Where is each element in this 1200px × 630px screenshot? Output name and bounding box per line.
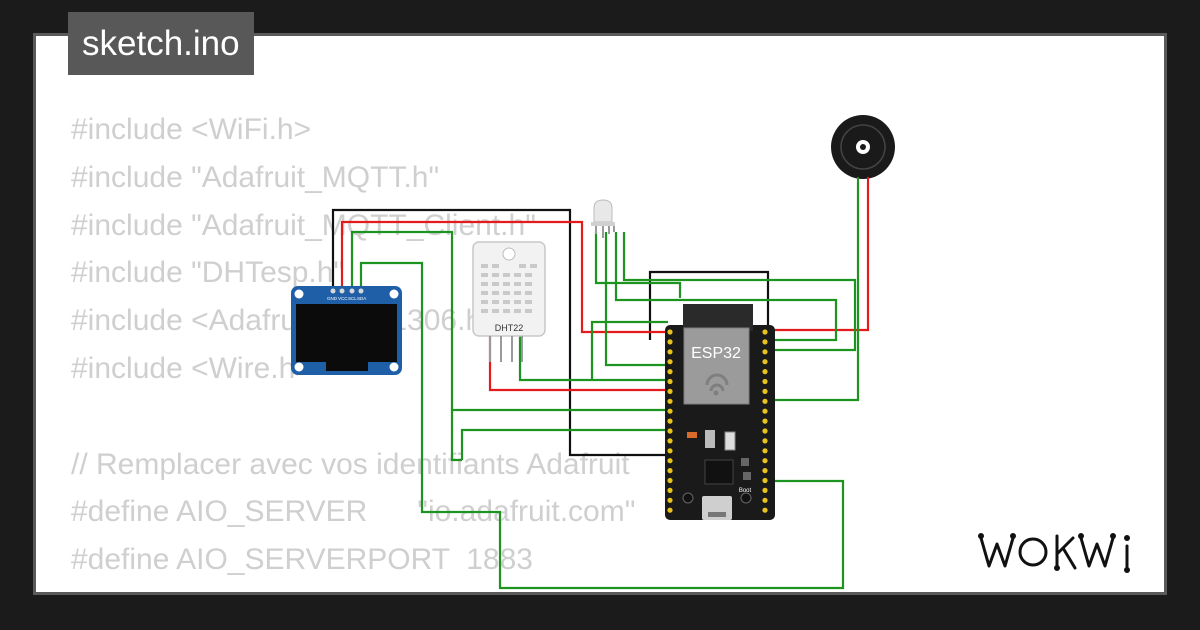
header-pin[interactable] <box>762 398 768 404</box>
oled-pin-scl: SCL <box>348 296 357 301</box>
header-pin[interactable] <box>762 428 768 434</box>
code-line: #include "DHTesp.h" <box>71 256 345 290</box>
header-pin[interactable] <box>667 507 673 513</box>
code-line: #include <WiFi.h> <box>71 113 312 146</box>
header-pin[interactable] <box>762 507 768 513</box>
header-pin[interactable] <box>667 388 673 394</box>
rgb-led-icon[interactable] <box>591 199 615 238</box>
code-line: #define AIO_USERNAME "..." <box>71 584 635 592</box>
wokwi-logo <box>978 533 1130 573</box>
header-pin[interactable] <box>667 428 673 434</box>
wires-black <box>331 208 770 457</box>
oled-pin-sda: SDA <box>357 296 366 301</box>
esp32-board[interactable]: ESP32 Boot <box>665 304 775 520</box>
header-pin[interactable] <box>762 477 768 484</box>
header-pin[interactable] <box>667 438 673 444</box>
header-pin[interactable] <box>667 487 673 493</box>
header-pin[interactable] <box>667 497 673 503</box>
oled-pin-vcc: VCC <box>338 296 348 301</box>
code-line: #include "Adafruit_MQTT_Client.h" <box>71 208 536 242</box>
file-tab-title: sketch.ino <box>68 12 254 75</box>
header-pin[interactable] <box>667 369 673 375</box>
header-pin[interactable] <box>762 339 768 345</box>
code-line: #define AIO_SERVERPORT 1883 <box>71 543 533 577</box>
header-pin[interactable] <box>667 349 673 355</box>
header-pin[interactable] <box>762 349 768 355</box>
dht22-sensor[interactable]: DHT22 <box>472 241 546 362</box>
header-pin[interactable] <box>762 388 768 394</box>
esp32-label: ESP32 <box>691 345 741 362</box>
header-pin[interactable] <box>667 458 673 464</box>
header-pin[interactable] <box>762 408 768 414</box>
code-preview: #include <WiFi.h> #include "Adafruit_MQTT… <box>71 106 636 592</box>
oled-display[interactable]: GND VCC SCL SDA <box>291 286 402 375</box>
header-pin[interactable] <box>762 468 768 474</box>
header-pin[interactable] <box>667 398 673 404</box>
code-line: #define AIO_SERVER "io.adafruit.com" <box>71 495 636 529</box>
header-pin[interactable] <box>762 369 768 375</box>
canvas-card: #include <WiFi.h> #include "Adafruit_MQTT… <box>33 33 1167 595</box>
header-pin[interactable] <box>762 448 768 454</box>
header-pin[interactable] <box>762 438 768 444</box>
header-pin[interactable] <box>762 497 768 503</box>
header-pin[interactable] <box>762 378 768 385</box>
header-pin[interactable] <box>667 448 673 454</box>
buzzer-icon[interactable] <box>831 115 895 186</box>
header-pin[interactable] <box>762 329 768 335</box>
header-pin[interactable] <box>667 329 673 335</box>
code-line: // Remplacer avec vos identifiants Adafr… <box>71 447 630 481</box>
header-pin[interactable] <box>667 378 673 385</box>
header-pin[interactable] <box>667 359 673 365</box>
header-pin[interactable] <box>762 359 768 365</box>
header-pin[interactable] <box>667 468 673 474</box>
code-line: #include "Adafruit_MQTT.h" <box>71 160 440 194</box>
header-pin[interactable] <box>667 408 673 414</box>
header-pin[interactable] <box>762 458 768 464</box>
wires-green <box>350 182 860 590</box>
header-pin[interactable] <box>667 418 673 424</box>
boot-label: Boot <box>739 488 752 494</box>
oled-pin-gnd: GND <box>327 296 338 301</box>
header-pin[interactable] <box>762 487 768 493</box>
header-pin[interactable] <box>667 339 673 345</box>
dht-label: DHT22 <box>495 323 524 333</box>
header-pin[interactable] <box>762 418 768 424</box>
header-pin[interactable] <box>667 477 673 484</box>
